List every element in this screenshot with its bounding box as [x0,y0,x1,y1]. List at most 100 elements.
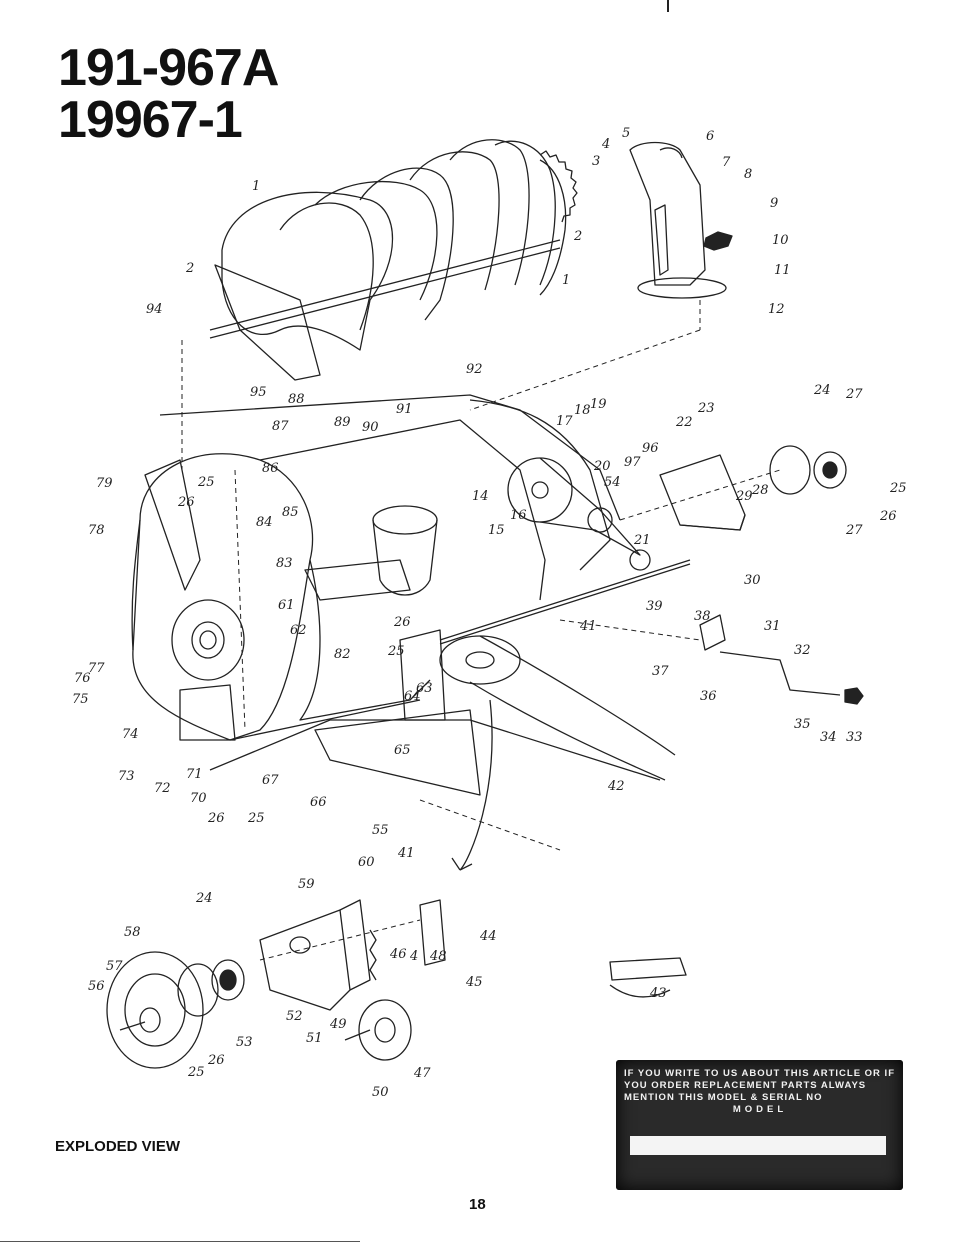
bearing-bracket [659,445,847,531]
lower-exploded-assembly [106,899,687,1069]
callout-20: 20 [593,459,611,474]
callout-82: 82 [334,647,351,662]
callout-19: 19 [590,397,607,412]
callout-70: 70 [190,791,207,806]
callout-51: 51 [306,1031,323,1046]
callout-83: 83 [276,556,293,571]
notice-instructions: IF YOU WRITE TO US ABOUT THIS ARTICLE OR… [624,1068,895,1103]
callout-45: 45 [465,975,483,990]
callout-38: 38 [694,609,711,624]
callout-8: 8 [744,167,752,182]
callout-6: 6 [706,129,714,144]
callout-26e: 26 [207,1053,225,1068]
callout-10: 10 [772,233,789,248]
callout-15: 15 [488,523,505,538]
callout-67: 67 [262,773,279,788]
callout-5: 5 [622,126,630,141]
callout-50: 50 [372,1085,389,1100]
callout-53: 53 [236,1035,253,1050]
callout-59: 59 [298,877,315,892]
callout-25e: 25 [187,1065,205,1080]
section-label: EXPLODED VIEW [55,1138,181,1155]
callout-17: 17 [556,414,573,429]
callout-64: 64 [404,689,421,704]
callout-39: 39 [646,599,663,614]
callout-63: 63 [416,681,433,696]
model-number-primary: 191-967A [58,39,279,97]
callout-95: 95 [250,385,267,400]
callout-28: 28 [751,483,769,498]
callout-42: 42 [607,779,625,794]
drive-shaft-crank [439,559,864,705]
callout-25b: 25 [889,481,907,496]
callout-14: 14 [472,489,489,504]
callout-56: 56 [88,979,105,994]
callout-61: 61 [278,598,295,613]
callout-30: 30 [744,573,761,588]
callout-24: 24 [813,383,831,398]
callout-94: 94 [146,302,163,317]
callout-96: 96 [642,441,659,456]
callout-54: 54 [604,475,621,490]
callout-1: 1 [252,179,260,194]
bottom-rule [0,1241,360,1242]
callout-75: 75 [72,692,89,707]
callout-87: 87 [272,419,289,434]
callout-65: 65 [394,743,411,758]
callout-26c: 26 [393,615,411,630]
sprocket-chain [507,457,651,571]
model-serial-field [630,1136,886,1155]
callout-71: 71 [186,767,203,782]
callout-91: 91 [396,402,413,417]
callout-72: 72 [154,781,171,796]
callout-7: 7 [722,155,731,170]
callout-11: 11 [774,263,791,278]
callout-41b: 41 [397,846,415,861]
callout-74: 74 [122,727,139,742]
callout-27b: 27 [845,523,863,538]
callout-88: 88 [288,392,305,407]
page-number: 18 [469,1196,486,1213]
callout-47: 47 [413,1066,431,1081]
top-tick-mark [667,0,669,12]
callout-4: 4 [601,137,610,152]
callout-89: 89 [334,415,351,430]
callout-9: 9 [770,196,778,211]
callout-27: 27 [845,387,863,402]
callout-78: 78 [88,523,105,538]
callout-43: 43 [649,986,667,1001]
callout-86: 86 [262,461,279,476]
callout-12: 12 [768,302,785,317]
callout-66: 66 [310,795,327,810]
model-number-secondary: 19967-1 [58,91,243,149]
callout-44: 44 [479,929,497,944]
callout-18: 18 [574,403,591,418]
model-serial-notice-plate: IF YOU WRITE TO US ABOUT THIS ARTICLE OR… [616,1060,903,1190]
callout-55: 55 [372,823,389,838]
callout-2: 2 [185,261,194,276]
callout-22: 22 [675,415,693,430]
callout-25d: 25 [247,811,265,826]
pulley-belt [439,635,676,871]
callout-73: 73 [118,769,135,784]
callout-26b: 26 [879,509,897,524]
callout-52: 52 [286,1009,303,1024]
callout-16: 16 [510,508,527,523]
intake-and-brackets [304,399,611,601]
callout-76: 76 [74,671,91,686]
notice-text: IF YOU WRITE TO US ABOUT THIS ARTICLE OR… [624,1068,896,1116]
callout-90: 90 [362,420,379,435]
callout-49: 49 [329,1017,347,1032]
callout-77: 77 [88,661,105,676]
callout-62: 62 [290,623,307,638]
callout-92: 92 [466,362,483,377]
callout-25c: 25 [387,644,405,659]
callout-97: 97 [624,455,641,470]
callout-46: 46 [389,947,407,962]
callout-34: 34 [820,730,837,745]
callout-31: 31 [764,619,781,634]
callout-36: 36 [700,689,717,704]
callout-41: 41 [579,619,597,634]
callout-48: 48 [429,949,447,964]
callout-32: 32 [794,643,811,658]
